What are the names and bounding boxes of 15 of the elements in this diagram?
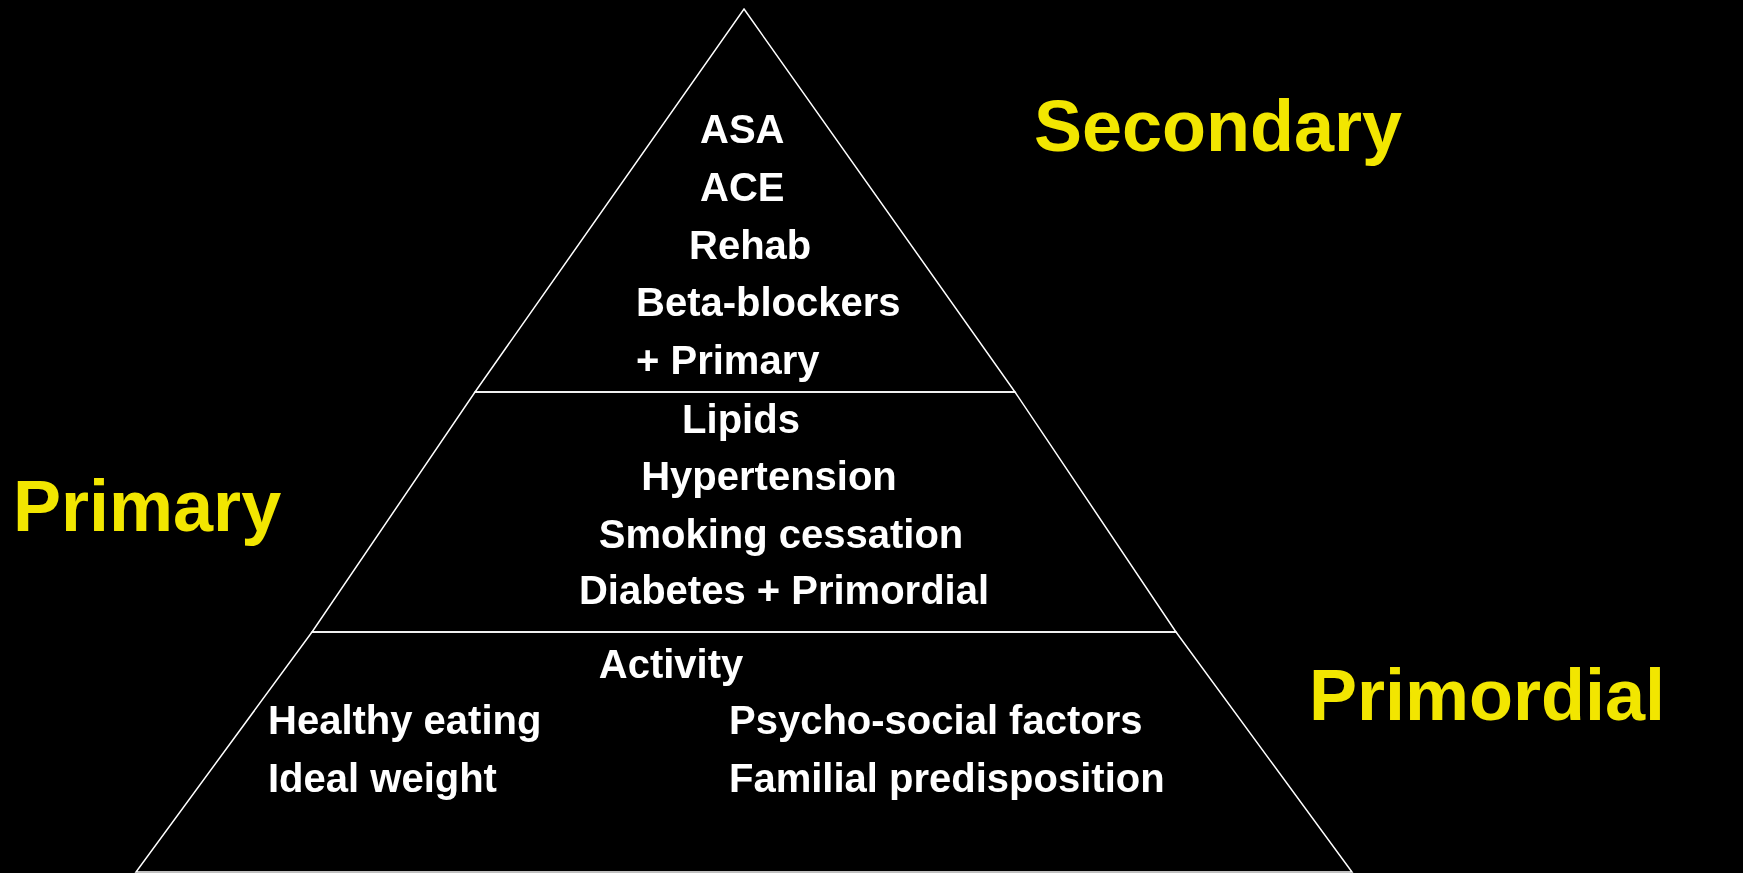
tier-item: Ideal weight — [268, 758, 497, 798]
tier-item: Healthy eating — [268, 700, 542, 740]
tier-item: Beta-blockers — [636, 282, 901, 322]
tier-item: Smoking cessation — [598, 514, 964, 554]
tier-item: Lipids — [682, 399, 800, 439]
tier-item: Familial predisposition — [729, 758, 1165, 798]
tier-item: Psycho-social factors — [729, 700, 1143, 740]
tier-item: Diabetes + Primordial — [578, 570, 990, 610]
tier-item: Rehab — [689, 225, 812, 265]
tier-item: Hypertension — [641, 456, 897, 496]
tier-item: ASA — [700, 109, 785, 149]
tier-heading: Primordial — [1309, 659, 1666, 731]
tier-item: Activity — [598, 644, 744, 684]
tier-item: ACE — [700, 167, 785, 207]
tier-item: + Primary — [636, 340, 820, 380]
